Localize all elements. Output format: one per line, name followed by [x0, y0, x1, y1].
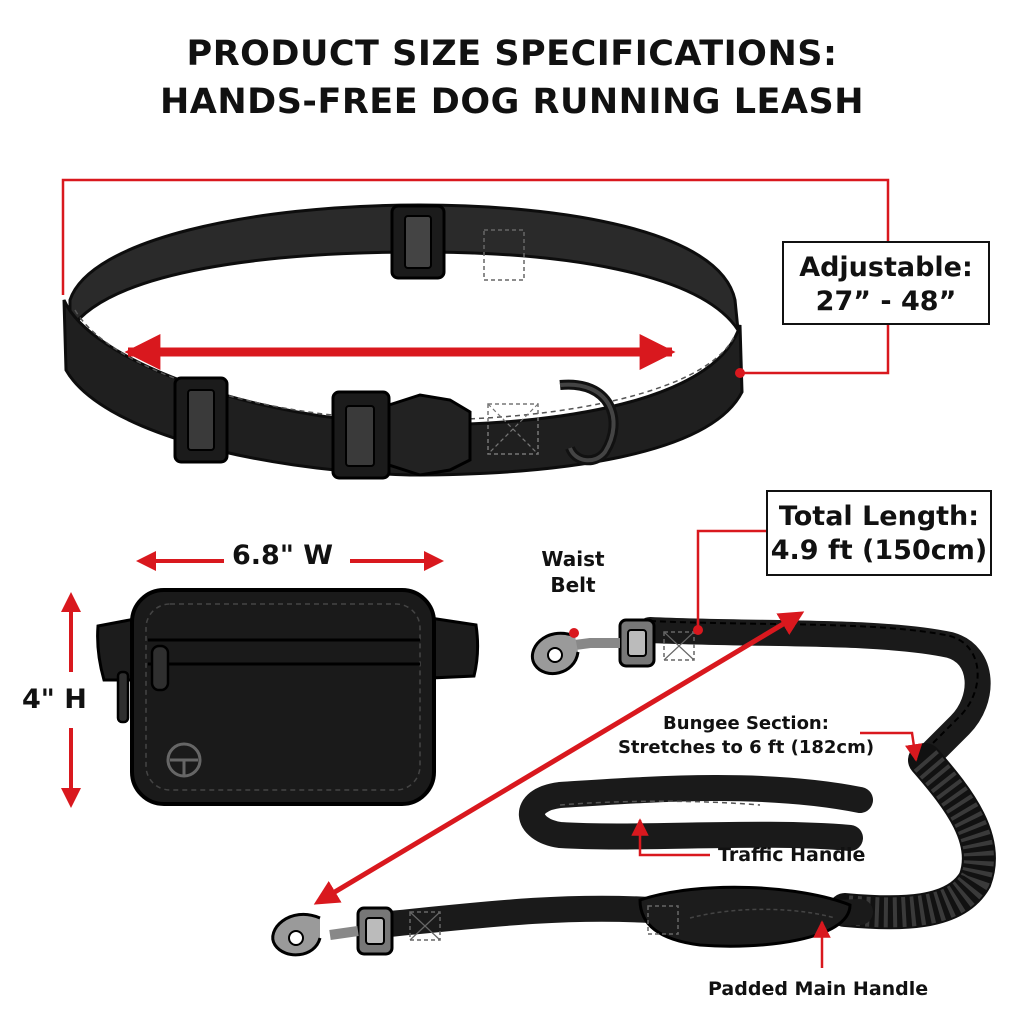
total-length-label: Total Length:	[778, 501, 980, 532]
title-line-2: HANDS-FREE DOG RUNNING LEASH	[159, 82, 865, 122]
title-line-1: PRODUCT SIZE SPECIFICATIONS:	[186, 34, 838, 74]
bungee-line2: Stretches to 6 ft (182cm)	[617, 737, 875, 759]
total-length-value: 4.9 ft (150cm)	[770, 534, 988, 566]
bungee-line1: Bungee Section:	[663, 713, 829, 734]
waist-belt-line1: Waist	[541, 547, 605, 571]
bungee-label: Bungee Section: Stretches to 6 ft (182cm…	[612, 712, 880, 761]
belt-bracket-line	[61, 178, 890, 375]
padded-handle-label: Padded Main Handle	[708, 978, 929, 1000]
traffic-handle-leader	[631, 818, 710, 857]
bungee-leader	[860, 731, 923, 762]
waist-belt-label: Waist Belt	[530, 546, 616, 598]
waist-belt-dot	[569, 628, 579, 638]
adjustable-range: 27” - 48”	[815, 285, 957, 317]
waist-belt	[62, 203, 744, 480]
pouch-height-label: 4" H	[22, 684, 87, 715]
waist-belt-line2: Belt	[550, 573, 596, 597]
pouch	[96, 588, 480, 806]
total-length-dot	[693, 625, 703, 635]
adjustable-callout: Adjustable: 27” - 48”	[782, 241, 990, 325]
traffic-handle-label: Traffic Handle	[718, 844, 866, 866]
pouch-width-label: 6.8" W	[232, 540, 334, 571]
belt-callout-dot	[735, 368, 745, 378]
total-length-callout: Total Length: 4.9 ft (150cm)	[766, 490, 992, 576]
total-length-arrow	[313, 611, 805, 905]
adjustable-label: Adjustable:	[799, 252, 973, 283]
total-length-leader	[696, 529, 766, 630]
